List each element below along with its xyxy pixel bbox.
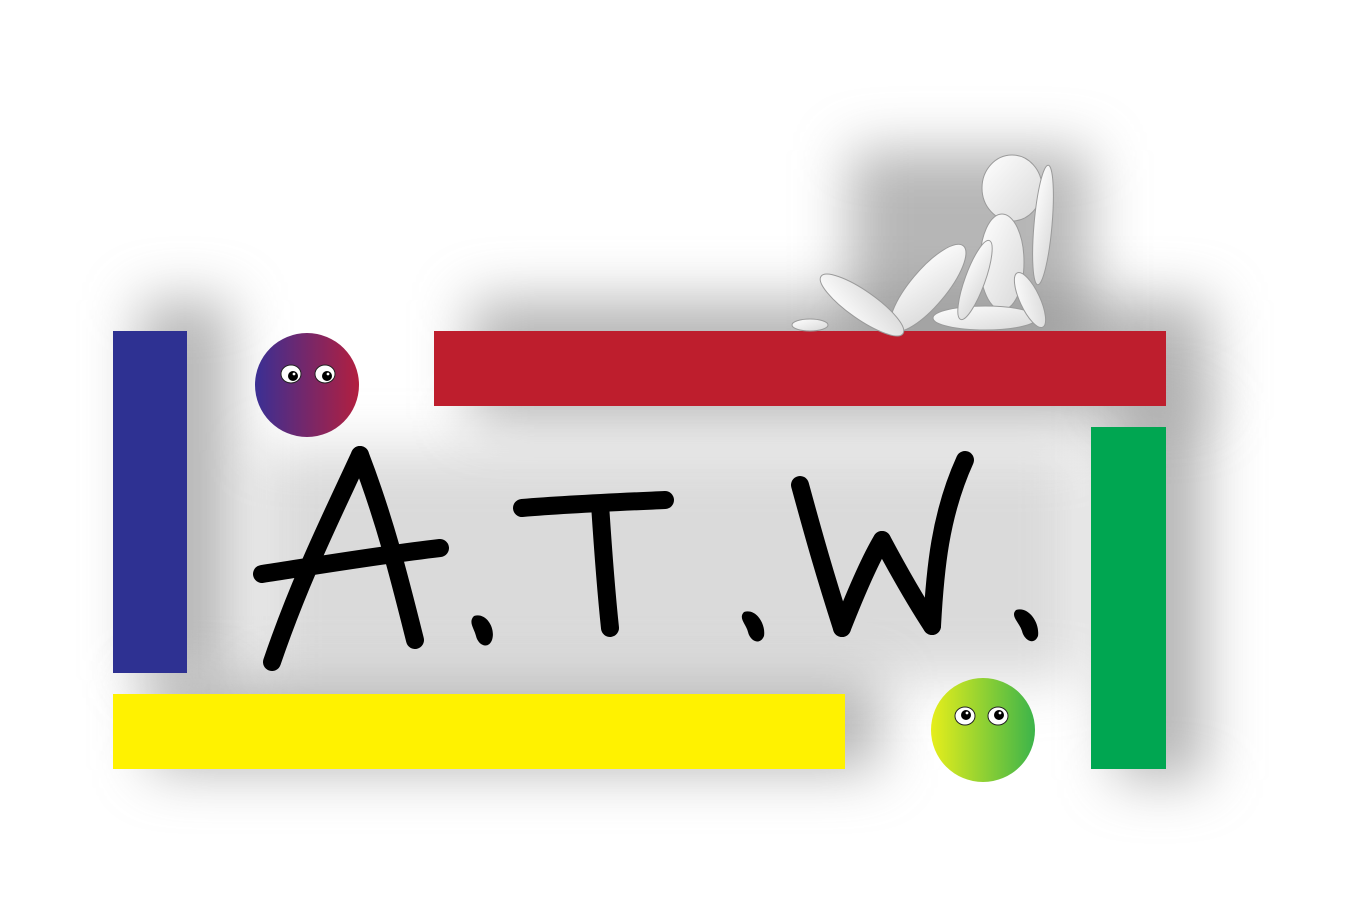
atw-periods (471, 609, 1039, 646)
yellow-bar (113, 694, 845, 769)
green-bar (1091, 427, 1166, 769)
atw-lettering (253, 446, 974, 671)
logo-text: A.T.W. (670, 893, 676, 896)
blue-bar (113, 331, 187, 673)
purple-googly-ball-icon (255, 333, 359, 437)
red-bar (434, 331, 1166, 406)
green-googly-ball-icon (931, 678, 1035, 782)
seated-figure-icon (791, 154, 1054, 337)
